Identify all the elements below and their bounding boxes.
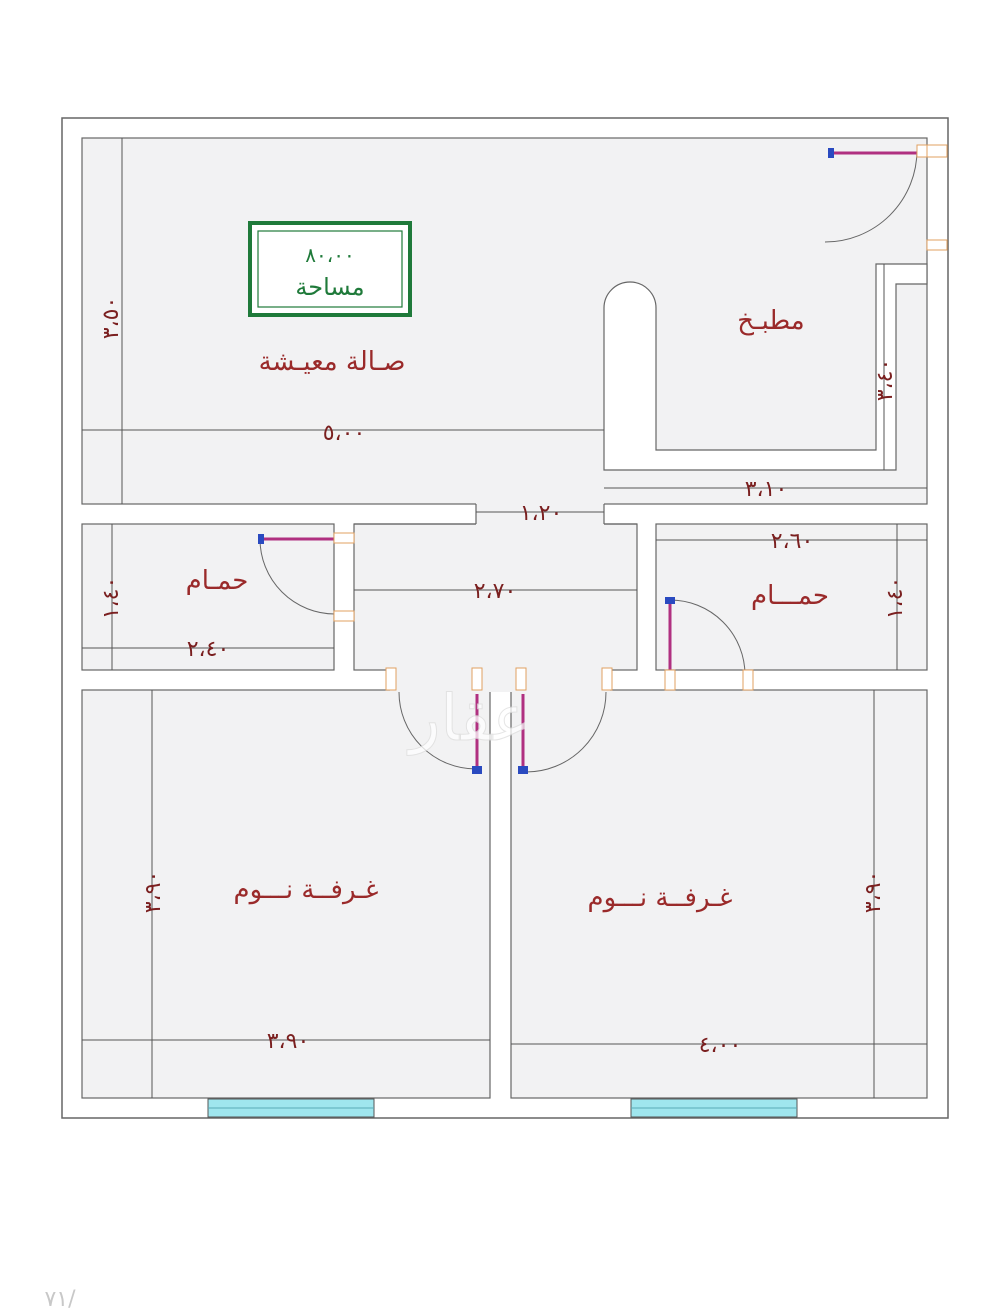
kitchen-door-jamb: [926, 239, 948, 251]
room-bath-left: [81, 523, 335, 671]
bath-left-door-jamb: [333, 610, 355, 622]
bath-left-door-hinge: [258, 534, 264, 544]
dim-bath-left-height: ١،٤٠: [99, 577, 124, 620]
opening-corridor-bedrooms: [390, 668, 610, 692]
kitchen-door-jamb: [916, 144, 928, 158]
bath-right-door-jamb: [664, 669, 676, 691]
label-bath-left: حمـام: [186, 566, 249, 596]
dim-corridor-gap: ١،٢٠: [520, 501, 563, 526]
kitchen-partition-fill: [605, 452, 895, 469]
bedroom-right-door-jamb: [515, 667, 527, 691]
bedroom-right-door-swing: [525, 691, 607, 773]
area-value: ٨٠،٠٠: [305, 243, 354, 267]
dim-bath-right-width: ٢،٦٠: [771, 529, 814, 554]
bedroom-left-door-hinge: [472, 766, 482, 774]
dimension-lines: [82, 138, 927, 1098]
opening-living-corridor: [476, 502, 604, 526]
bedroom-left-door-jamb: [471, 667, 483, 691]
dim-bedroom-left-width: ٣،٩٠: [267, 1029, 310, 1054]
bath-left-door-jamb: [333, 532, 355, 544]
kitchen-door-hinge: [828, 148, 834, 158]
dim-bedroom-left-height: ٣،٩٠: [141, 871, 166, 914]
label-kitchen: مطبـخ: [737, 306, 805, 336]
dim-living-height: ٣،٥٠: [99, 297, 124, 340]
room-bath-right: [655, 523, 928, 671]
dim-bath-left-width: ٢،٤٠: [187, 637, 230, 662]
label-bedroom-right: غـرفــة نـــوم: [587, 883, 732, 913]
bath-left-door-swing: [259, 538, 336, 615]
watermark: عقار: [407, 682, 531, 756]
dim-corridor-width: ٢،٧٠: [474, 579, 517, 604]
label-bedroom-left: غـرفــة نـــوم: [233, 875, 378, 905]
bedroom-right-door-hinge: [518, 766, 528, 774]
bath-right-door-hinge: [665, 597, 675, 604]
room-corridor: [353, 523, 638, 671]
footer-page-counter: ٧١/: [44, 1287, 76, 1312]
kitchen-door-jamb: [926, 144, 948, 158]
bath-right-door-jamb: [742, 669, 754, 691]
area-label: مساحة: [295, 273, 364, 301]
room-bedroom-right: [510, 689, 928, 1099]
area-box-inner: [257, 230, 403, 308]
room-living: [81, 137, 928, 505]
label-bath-right: حمـــام: [751, 581, 829, 611]
room-bedroom-left: [81, 689, 491, 1099]
kitchen-partition: [603, 263, 928, 471]
bedroom-right-door-jamb: [601, 667, 613, 691]
label-living: صـالة معيـشة: [259, 347, 406, 377]
dim-kitchen-height: ٣،٤٠: [873, 359, 898, 402]
dim-bath-right-height: ١،٤٠: [883, 577, 908, 620]
bedroom-left-door-jamb: [385, 667, 397, 691]
dim-bedroom-right-height: ٣،٩٠: [861, 871, 886, 914]
bedroom-left-door-swing: [398, 691, 477, 770]
dim-bedroom-right-width: ٤،٠٠: [699, 1033, 742, 1058]
kitchen-door-swing: [824, 149, 918, 243]
dim-kitchen-width: ٣،١٠: [745, 477, 788, 502]
dim-living-width: ٥،٠٠: [323, 421, 366, 446]
bath-right-door-swing: [669, 599, 746, 676]
